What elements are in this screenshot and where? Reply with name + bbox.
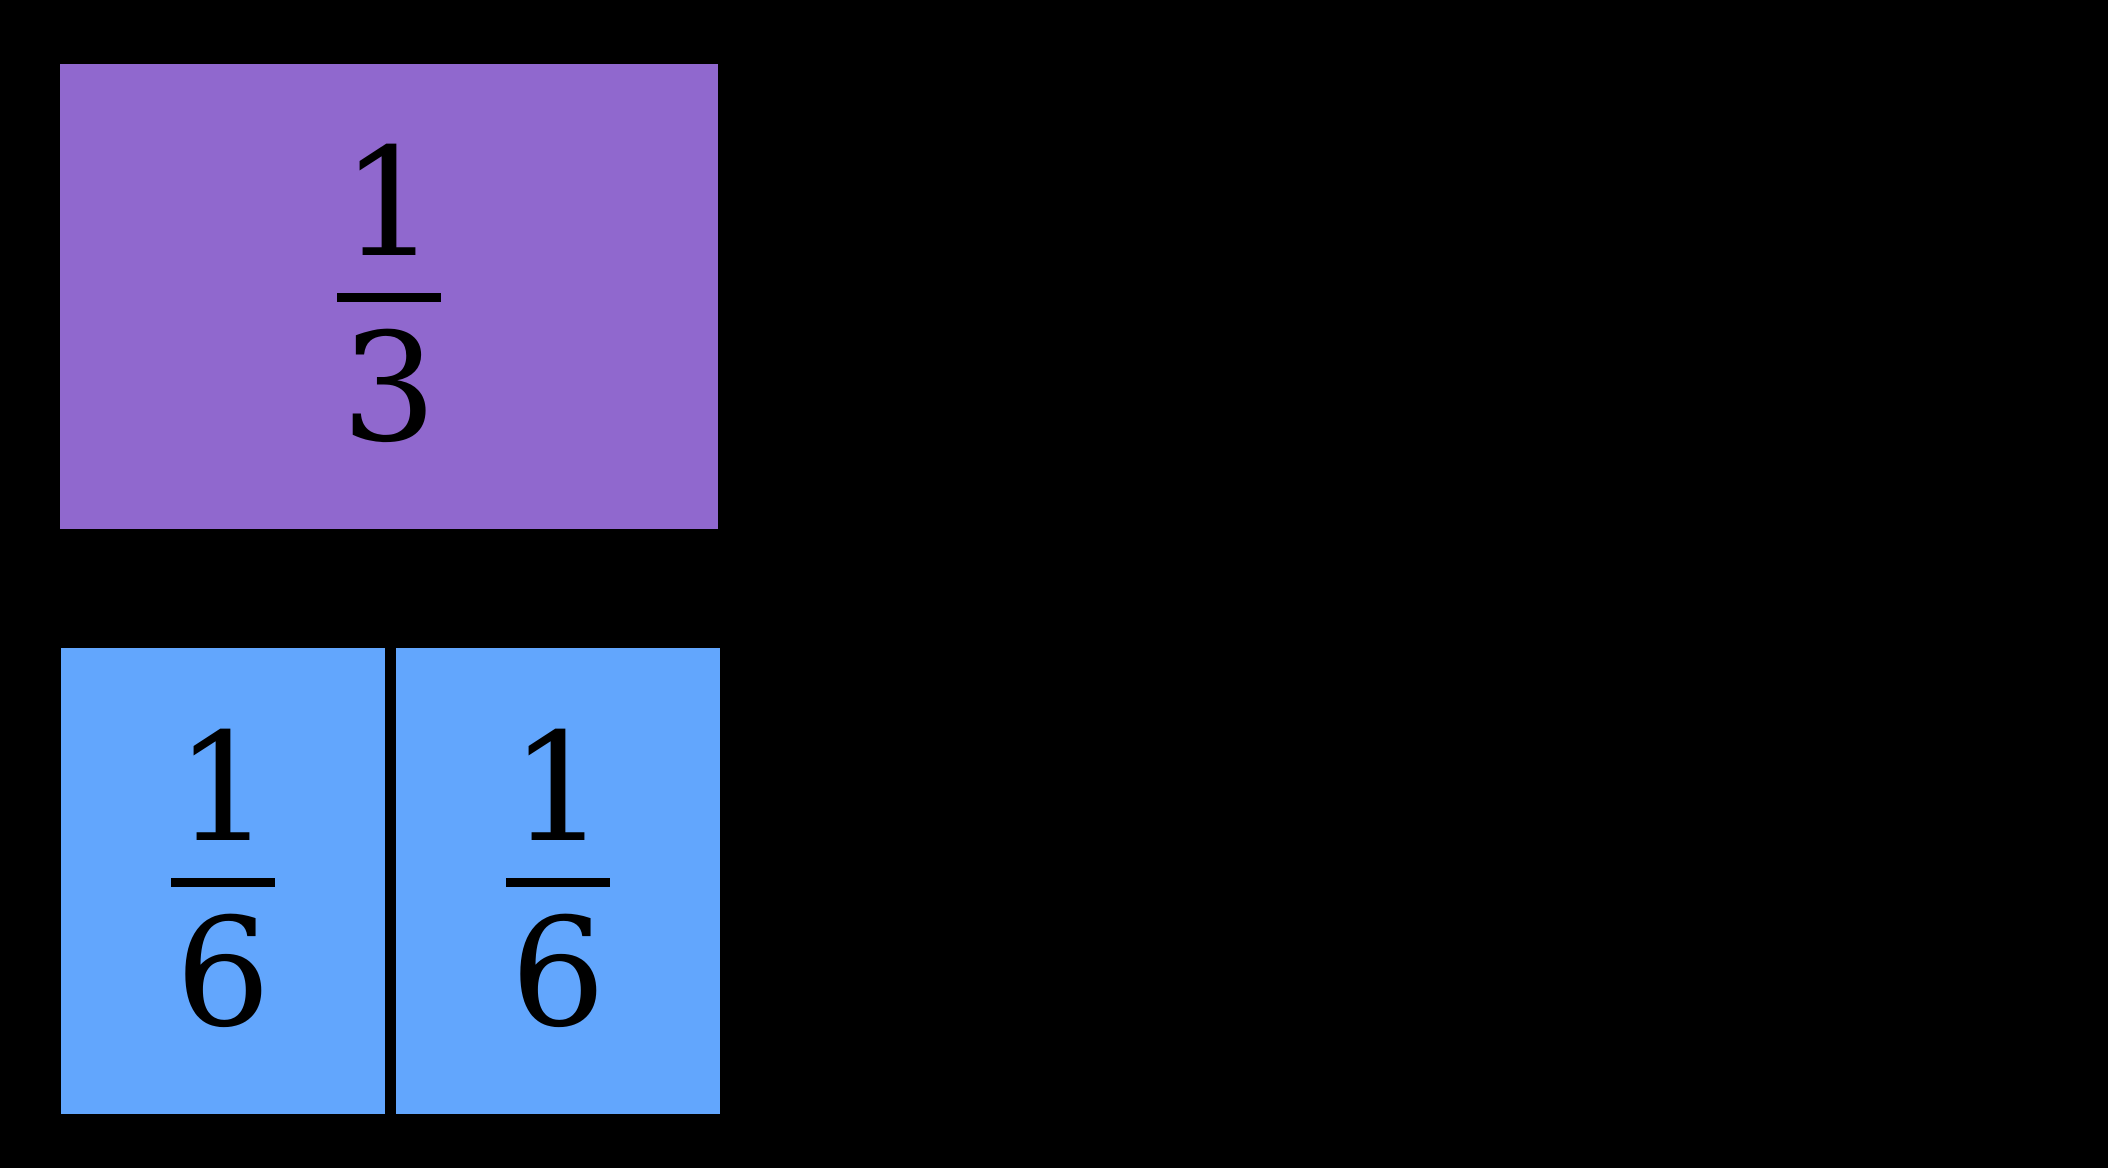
fraction-bar-line [171,877,275,887]
fraction-one-sixth-1: 1 6 [171,714,275,1049]
fraction-cell-one-third[interactable]: 1 3 [60,64,718,529]
fraction-numerator: 1 [341,117,437,291]
fraction-numerator: 1 [510,701,606,876]
fraction-bar-line [337,293,441,302]
fraction-denominator: 6 [175,886,271,1061]
fraction-cell-one-sixth-1[interactable]: 1 6 [61,648,385,1114]
fraction-one-sixth-2: 1 6 [506,714,610,1049]
fraction-bar-thirds: 1 3 [60,64,718,529]
fraction-denominator: 6 [510,886,606,1061]
fraction-denominator: 3 [341,302,437,476]
fraction-cell-one-sixth-2[interactable]: 1 6 [396,648,720,1114]
fraction-numerator: 1 [175,701,271,876]
fraction-one-third: 1 3 [337,129,441,464]
fraction-bar-sixths: 1 6 1 6 [61,648,720,1114]
fraction-bar-line [506,877,610,887]
